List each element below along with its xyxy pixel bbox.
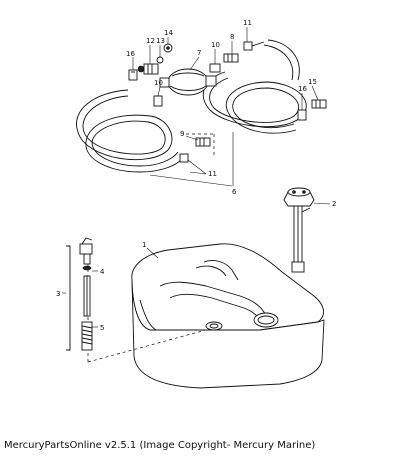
callout-9: 9 — [180, 130, 184, 138]
callout-10-top: 10 — [211, 41, 220, 49]
fuel-hose-assembly — [76, 39, 307, 187]
right-hose-coil — [202, 39, 307, 134]
callout-11-top: 11 — [243, 19, 252, 27]
clamp-14 — [163, 43, 173, 53]
callout-8: 8 — [230, 33, 234, 41]
o-ring-13 — [156, 56, 164, 64]
callout-7: 7 — [197, 49, 201, 57]
connector-11-top — [243, 41, 265, 51]
left-hose-coil — [76, 89, 185, 173]
callout-11-bottom: 11 — [208, 170, 217, 178]
callout-5: 5 — [100, 324, 104, 332]
callout-labels: 16 12 13 14 7 10 8 11 10 9 11 6 15 16 2 … — [56, 19, 336, 332]
fitting-15 — [311, 99, 327, 109]
callout-14: 14 — [164, 29, 173, 37]
callout-2: 2 — [332, 200, 336, 208]
callout-10-lower: 10 — [154, 79, 163, 87]
assembly-line-tank — [87, 329, 207, 363]
callout-12: 12 — [146, 37, 155, 45]
callout-6: 6 — [232, 188, 237, 196]
callout-1: 1 — [142, 241, 146, 249]
callout-15: 15 — [308, 78, 317, 86]
callout-4: 4 — [100, 268, 105, 276]
leader-lines — [62, 27, 331, 328]
primer-bulb — [159, 68, 217, 96]
fitting-10-top — [209, 63, 221, 73]
valve-assembly-3 — [66, 237, 93, 351]
callout-16-left: 16 — [126, 50, 135, 58]
connector-8 — [223, 53, 239, 63]
fitting-12 — [137, 63, 159, 75]
image-caption: MercuryPartsOnline v2.5.1 (Image Copyrig… — [4, 440, 316, 451]
fitting-16-left — [128, 69, 138, 81]
callout-13: 13 — [156, 37, 165, 45]
connector-11-bottom — [179, 153, 189, 163]
fitting-16-right — [297, 109, 307, 121]
callout-16-right: 16 — [298, 85, 307, 93]
fitting-10-lower — [153, 95, 163, 107]
connector-9 — [195, 137, 211, 147]
spring-5 — [81, 321, 93, 351]
parts-diagram: 16 12 13 14 7 10 8 11 10 9 11 6 15 16 2 … — [56, 19, 336, 389]
fuel-gauge-pickup-2 — [283, 187, 315, 273]
fuel-tank-1 — [131, 243, 325, 389]
callout-3: 3 — [56, 290, 60, 298]
